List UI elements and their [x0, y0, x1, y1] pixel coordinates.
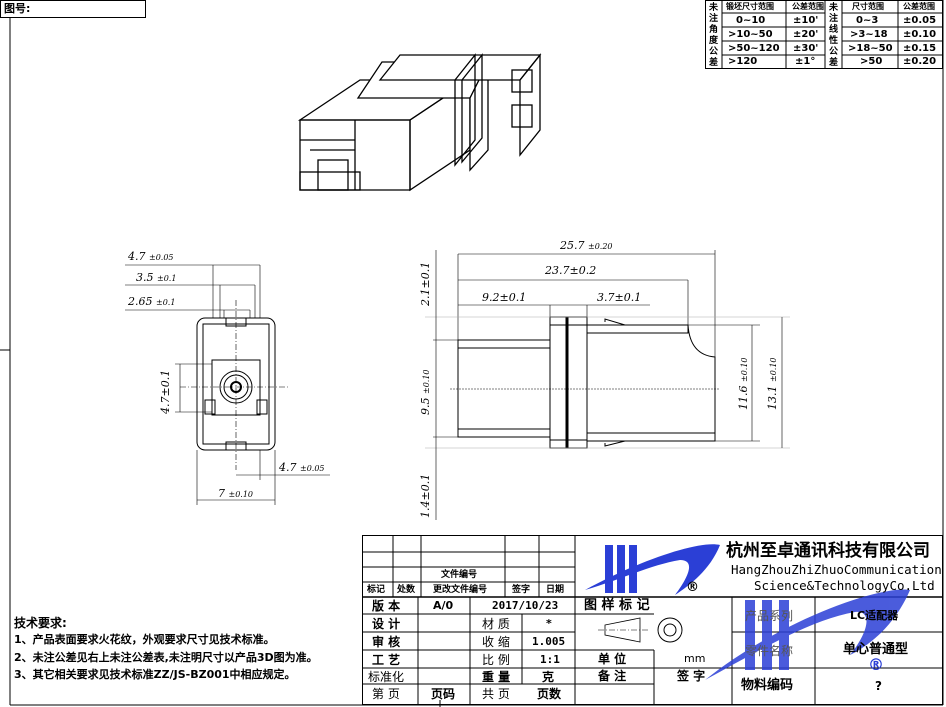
table-cell: >3~18: [850, 29, 888, 40]
part-name-label: 零件名称: [745, 644, 794, 658]
table-header: 锻坯尺寸范围: [726, 2, 774, 11]
table-cell: 0~3: [856, 15, 879, 26]
dim-label: 7 ±0.10: [218, 487, 254, 500]
sign-label: 签 字: [677, 669, 706, 683]
dim-label: 11.6 ±0.10: [737, 357, 750, 410]
watermark-logo: [705, 589, 910, 680]
total-pages-label: 共 页: [482, 687, 510, 701]
version-label: 版 本: [372, 599, 401, 613]
watermark-registered-icon: ®: [868, 655, 884, 674]
table-cell: ±10': [793, 15, 819, 26]
material-code-label: 物料编码: [741, 678, 794, 693]
table-cell: 0~10: [736, 15, 766, 26]
standardization-label: 标准化: [368, 670, 405, 684]
total-pages-value: 页数: [537, 687, 562, 701]
company-logo: [585, 544, 720, 595]
weight-label: 重 量: [482, 670, 511, 684]
dim-label: 3.5 ±0.1: [136, 271, 177, 284]
date-value: 2017/10/23: [492, 599, 559, 612]
drawing-mark-label: 图 样 标 记: [584, 598, 650, 613]
dim-label: 9.2±0.1: [482, 291, 527, 304]
table-cell: >50: [860, 56, 883, 67]
table-cell: ±0.15: [903, 43, 937, 54]
dim-label: 13.1 ±0.10: [766, 357, 779, 410]
company-name-en: HangZhouZhiZhuoCommunication: [731, 562, 942, 577]
table-cell: ±0.20: [903, 56, 937, 67]
page-label: 第 页: [372, 687, 400, 701]
dim-label: 4.7±0.1: [159, 369, 172, 414]
design-label: 设 计: [372, 617, 401, 631]
scale-value: 1:1: [540, 653, 560, 666]
unit-value: mm: [684, 652, 706, 665]
material-code-value: ?: [875, 679, 882, 693]
dim-label: 4.7 ±0.05: [128, 250, 174, 263]
table-header: 公差范围: [792, 2, 824, 11]
dim-label: 4.7 ±0.05: [279, 461, 325, 474]
tech-req-item: 2、未注公差见右上未注公差表,未注明尺寸以产品3D图为准。: [14, 651, 318, 664]
company-name-cn: 杭州至卓通讯科技有限公司: [726, 541, 930, 561]
header-sign: 签字: [512, 585, 531, 595]
shrink-value: 1.005: [532, 635, 566, 648]
review-label: 审 核: [372, 635, 401, 649]
dim-label: 2.65 ±0.1: [128, 295, 176, 308]
version-value: A/0: [433, 599, 454, 612]
remark-label: 备 注: [598, 669, 627, 683]
angle-tolerance-label: 未注角度公差: [709, 3, 719, 68]
header-mark: 标记: [367, 585, 386, 595]
table-cell: ±0.10: [903, 29, 937, 40]
shrink-label: 收 缩: [482, 635, 510, 649]
table-cell: ±1°: [795, 56, 816, 67]
drawing-no-label: 图号:: [4, 2, 31, 15]
weight-unit: 克: [542, 670, 555, 684]
tech-req-title: 技术要求:: [14, 616, 67, 630]
tech-req-item: 3、其它相关要求见技术标准ZZ/JS-BZ001中相应规定。: [14, 668, 296, 681]
process-label: 工 艺: [372, 653, 401, 667]
dim-label: 23.7±0.2: [545, 264, 597, 277]
table-cell: >18~50: [848, 43, 893, 54]
scale-label: 比 例: [482, 653, 510, 667]
table-cell: >50~120: [728, 43, 780, 54]
unit-label: 单 位: [598, 652, 627, 666]
page-value: 页码: [431, 687, 456, 701]
dim-label: 25.7 ±0.20: [560, 239, 613, 252]
company-name-en-2: Science&TechnologyCo.Ltd: [754, 578, 935, 593]
header-count: 处数: [397, 585, 416, 595]
series-value: LC适配器: [850, 609, 899, 622]
table-cell: >120: [728, 56, 758, 67]
part-name-value: 单心普通型: [843, 642, 909, 657]
table-cell: ±30': [793, 43, 819, 54]
side-view: [425, 250, 790, 520]
table-header: 公差范围: [903, 2, 935, 11]
table-cell: ±20': [793, 29, 819, 40]
table-header: 尺寸范围: [852, 2, 884, 11]
table-cell: >10~50: [728, 29, 773, 40]
dim-label: 2.1±0.1: [419, 261, 432, 306]
header-change-no: 更改文件编号: [433, 585, 488, 595]
dim-label: 9.5 ±0.10: [419, 369, 432, 415]
tolerance-table-grid: [705, 0, 943, 69]
dim-label: 3.7±0.1: [597, 291, 642, 304]
linear-tolerance-label: 未注线性公差: [829, 3, 839, 68]
header-date: 日期: [546, 585, 565, 595]
registered-mark-icon: ®: [686, 580, 699, 595]
dim-label: 1.4±0.1: [419, 473, 432, 518]
isometric-view: [297, 53, 542, 192]
material-label: 材 质: [482, 617, 510, 631]
series-label: 产品系列: [745, 609, 794, 623]
material-value: *: [546, 617, 552, 630]
table-cell: ±0.05: [903, 15, 937, 26]
header-file-no: 文件编号: [441, 570, 478, 580]
front-view: [125, 264, 330, 505]
drawing-no-box: [0, 0, 146, 18]
tech-req-item: 1、产品表面要求火花纹，外观要求尺寸见技术标准。: [14, 633, 275, 646]
